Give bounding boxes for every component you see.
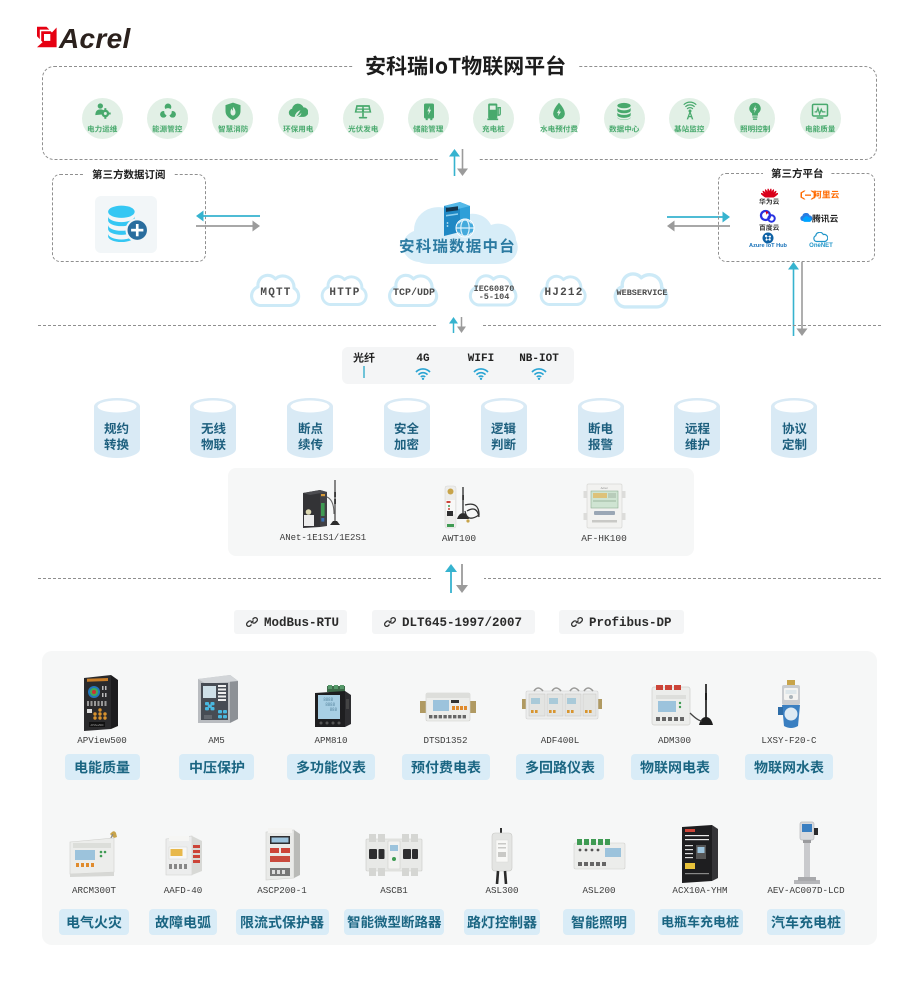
- svg-text:APView500: APView500: [91, 724, 104, 727]
- svg-text:Acrel: Acrel: [601, 486, 608, 490]
- svg-text:8888: 8888: [325, 702, 335, 707]
- svg-text:8888: 8888: [323, 697, 333, 702]
- svg-text:888: 888: [330, 707, 338, 712]
